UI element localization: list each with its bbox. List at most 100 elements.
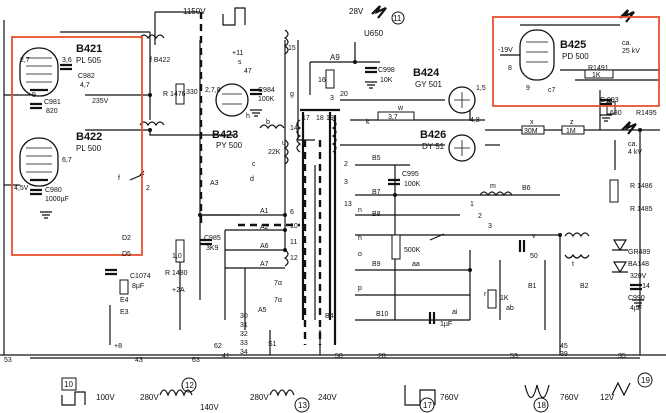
label-r1480-value: 1,0 [172, 253, 182, 260]
wave-v-280-b: 280V [250, 393, 269, 402]
tube-b425-id: B425 [560, 39, 586, 51]
label-25kv: 25 kV [622, 48, 640, 55]
junction-dots [148, 60, 642, 272]
label-28v: 28V [349, 7, 364, 16]
tube-b423-id: B423 [212, 129, 238, 141]
label-s: s [238, 59, 242, 66]
wave-v-17: 760V [440, 393, 459, 402]
component-labels: 2,7 3,6 C982 4,7 C981 820 235V 9 6,7 4,5… [4, 40, 657, 364]
label-1-5: 1,5 [476, 85, 486, 92]
wave-v-13: 240V [318, 393, 337, 402]
label-30m: 30M [524, 128, 538, 135]
label-19: 19 [326, 115, 334, 122]
label-3b: 3 [344, 179, 348, 186]
label-z: z [570, 119, 574, 126]
tube-b426: B426 DY 51 [420, 129, 476, 162]
label-r1486: R 1486 [630, 183, 653, 190]
label-s1: S1 [268, 341, 277, 348]
label-ca-4: ca. [628, 141, 637, 148]
label-minus19v: -19V [498, 47, 513, 54]
label-43: 43 [135, 357, 143, 364]
label-ca-25: ca. [622, 40, 631, 47]
label-b8: B8 [372, 211, 381, 218]
label-c995-value: 100K [404, 181, 421, 188]
label-a6: A6 [260, 243, 269, 250]
wave-tag-10: 10 [64, 380, 73, 389]
label-63: 63 [192, 357, 200, 364]
label-45: 45 [560, 343, 568, 350]
label-2b: 2 [344, 161, 348, 168]
label-b: b [266, 119, 270, 126]
label-f: f [118, 175, 120, 182]
label-4kv: 4 kV [628, 149, 642, 156]
label-1uf: 1µF [440, 321, 452, 328]
ground-symbols [40, 81, 644, 307]
label-r1495: R1495 [636, 110, 657, 117]
label-3-6: 3,6 [62, 57, 72, 64]
highlight-box-output-tubes [11, 36, 143, 256]
label-c998-value: 10K [380, 77, 393, 84]
label-33: 33 [240, 340, 248, 347]
wave-v-760: 760V [560, 393, 579, 402]
label-3c: 3 [330, 95, 334, 102]
label-34: 34 [240, 349, 248, 356]
label-t: t [572, 261, 574, 268]
label-n: n [358, 207, 362, 214]
label-b7: B7 [372, 189, 381, 196]
label-c980: C980 [45, 187, 62, 194]
label-320v: 320V [630, 273, 647, 280]
wiring [0, 11, 666, 359]
label-r1476: R 1476 [163, 91, 186, 98]
tube-b422-id: B422 [76, 131, 102, 143]
waveform-sketches [61, 7, 631, 406]
label-c7: c7 [548, 87, 556, 94]
dashed-coupling-lines [199, 12, 340, 345]
label-c990-value: 4µF [630, 305, 642, 312]
label-ai: ai [452, 309, 458, 316]
label-2: 2 [146, 185, 150, 192]
label-e3: E3 [120, 309, 129, 316]
label-a9: A9 [330, 53, 340, 62]
label-7a-1: 7α [274, 297, 282, 304]
label-r1491: R1491 [588, 65, 609, 72]
wave-v-12: 12V [600, 393, 615, 402]
tube-b423: B423 PY 500 [212, 83, 249, 150]
label-x: x [530, 119, 534, 126]
tube-b422: B422 PL 500 [19, 131, 102, 187]
label-41: 41 [222, 353, 230, 360]
label-c982-value: 4,7 [80, 82, 90, 89]
tube-b426-id: B426 [420, 129, 446, 141]
label-e4: E4 [120, 297, 129, 304]
wave-tag-19: 19 [641, 376, 650, 385]
label-b10: B10 [376, 311, 389, 318]
wave-tag-18: 18 [537, 401, 546, 410]
label-53b: 53 [510, 353, 518, 360]
label-hh: h [358, 235, 362, 242]
label-b2: B2 [580, 283, 589, 290]
wave-v-280-a: 280V [140, 393, 159, 402]
label-r1485: R 1485 [630, 206, 653, 213]
highlight-box-stabilizer [492, 16, 660, 107]
label-20: 20 [340, 91, 348, 98]
potentiometers [129, 170, 445, 241]
label-31: 31 [240, 322, 248, 329]
label-aa: aa [412, 261, 420, 268]
label-50b: 50 [530, 253, 538, 260]
label-v: v [532, 233, 536, 240]
label-c985: C985 [204, 235, 221, 242]
label-32: 32 [240, 331, 248, 338]
label-c981-value: 820 [46, 108, 58, 115]
label-plus8: +8 [114, 343, 122, 350]
label-p: p [358, 285, 362, 292]
label-1m-sw: 1 [470, 201, 474, 208]
label-2-7-8: 2,7,8 [205, 87, 221, 94]
label-m: m [490, 183, 496, 190]
label-a5: A5 [258, 307, 267, 314]
label-500k: 500K [404, 247, 421, 254]
label-b1: B1 [528, 283, 537, 290]
diodes [612, 239, 628, 274]
label-b9: B9 [372, 261, 381, 268]
label-4-5v: 4,5V [14, 185, 29, 192]
label-u650: U650 [364, 29, 384, 38]
label-d: d [250, 176, 254, 183]
